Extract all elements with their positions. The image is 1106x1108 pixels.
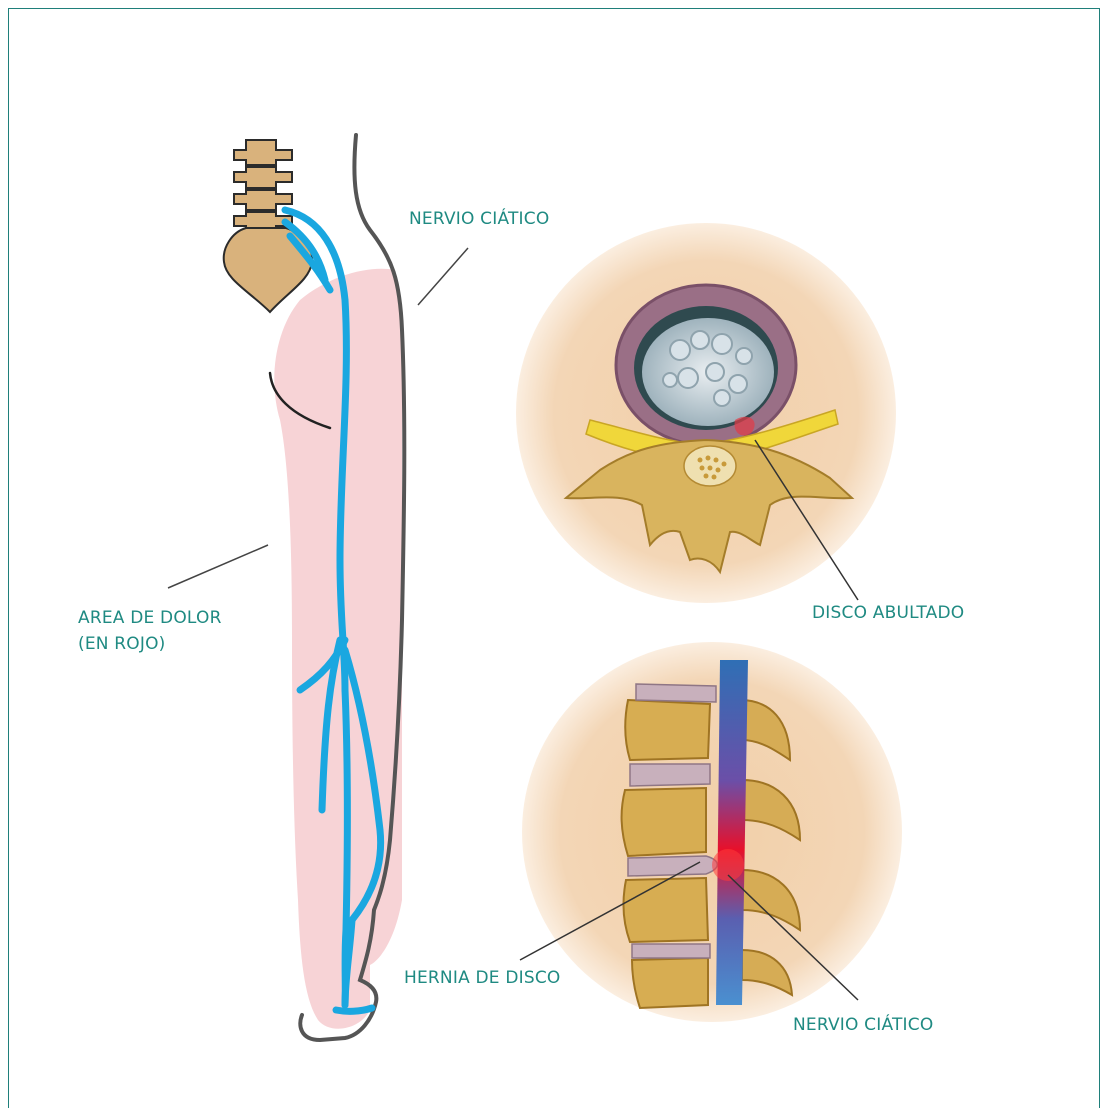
label-area-dolor-line1: AREA DE DOLOR [78, 606, 222, 630]
label-disco-abultado: DISCO ABULTADO [812, 601, 964, 625]
label-nervio-ciatico-top: NERVIO CIÁTICO [409, 207, 549, 231]
pointer-area-dolor [168, 545, 268, 588]
label-nervio-ciatico-bottom: NERVIO CIÁTICO [793, 1013, 933, 1037]
label-hernia-de-disco: HERNIA DE DISCO [404, 966, 560, 990]
pointer-nervio-top [418, 248, 468, 305]
disc-axial-view [516, 223, 896, 603]
disc-sagittal-view [520, 642, 902, 1022]
leg-figure [168, 135, 468, 1040]
lumbar-spine [224, 140, 312, 312]
sciatica-illustration [0, 0, 1106, 1065]
label-area-dolor-line2: (EN ROJO) [78, 632, 166, 656]
